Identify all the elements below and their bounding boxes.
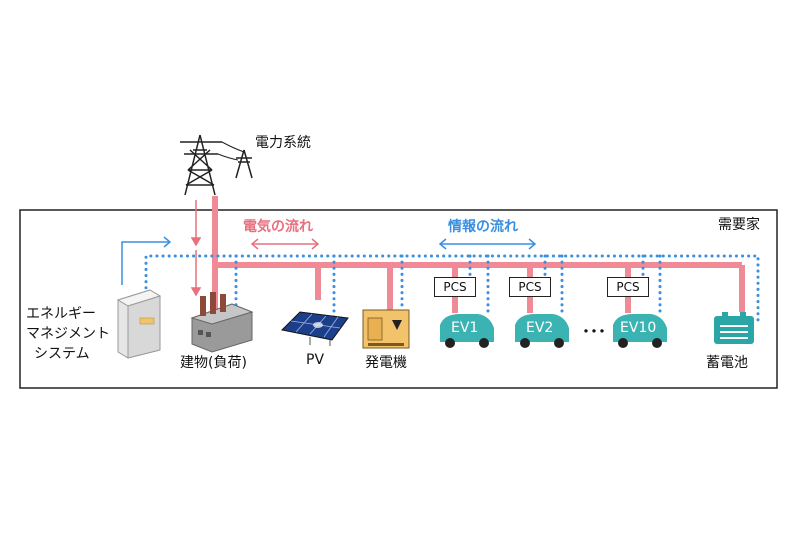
information-flow-label: 情報の流れ — [448, 219, 518, 235]
pv-label: PV — [306, 352, 325, 368]
ev-1-icon — [440, 314, 494, 348]
battery-label: 蓄電池 — [706, 355, 748, 371]
pcs-box-2: PCS — [509, 277, 551, 297]
factory-icon — [190, 292, 254, 353]
customer-boundary — [19, 209, 778, 389]
building-label: 建物(負荷) — [180, 355, 247, 371]
generator-icon — [362, 309, 410, 349]
ev-2-icon — [515, 314, 569, 348]
ev-1-label: EV1 — [451, 320, 479, 336]
ems-label-line-3: システム — [34, 346, 90, 362]
ev-2-label: EV2 — [526, 320, 554, 336]
solar-panel-icon — [280, 311, 349, 346]
pcs-box-1: PCS — [434, 277, 476, 297]
ems-label-line-2: マネジメント — [26, 326, 110, 342]
ems-label: エネルギー マネジメント システム — [26, 304, 110, 364]
grid-inflow-arrows — [190, 200, 202, 297]
ev-10-icon — [613, 314, 667, 348]
ev-10-label: EV10 — [620, 320, 657, 336]
ems-label-line-1: エネルギー — [26, 306, 96, 322]
electricity-legend-arrow — [250, 238, 320, 250]
ev-ellipsis: ･･･ — [582, 322, 607, 341]
transmission-tower-icon — [180, 134, 253, 196]
ems-info-arrow — [121, 236, 172, 285]
information-legend-arrow — [438, 238, 537, 250]
customer-label: 需要家 — [718, 217, 760, 233]
information-lines — [144, 254, 760, 322]
pcs-box-3: PCS — [607, 277, 649, 297]
generator-label: 発電機 — [365, 355, 407, 371]
electricity-flow-label: 電気の流れ — [243, 219, 313, 235]
grid-label: 電力系統 — [255, 135, 311, 151]
server-cabinet-icon — [116, 289, 162, 359]
battery-icon — [714, 312, 754, 344]
